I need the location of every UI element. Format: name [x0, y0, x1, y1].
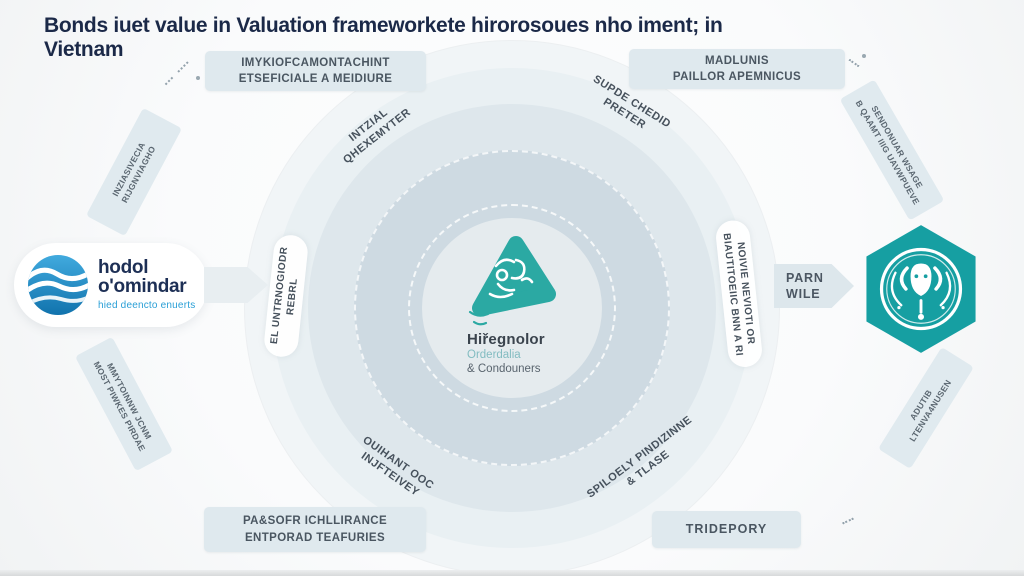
center-text-block: Hiřegnolor Orderdalia & Condouners — [467, 331, 607, 377]
dot-decoration — [862, 54, 866, 58]
outer-band-line: B QAAMT IIIG UAVWPUEVE — [853, 98, 922, 207]
center-title: Hiřegnolor — [467, 331, 545, 348]
label-box-line: PA&SOFR ICHLLIRANCE — [242, 515, 388, 528]
brand-logo-card: hodol o'omindar hied deencto enuerts — [14, 243, 208, 327]
label-box-top-right: MADLUNIS PAILLOR APEMNICUS — [629, 49, 845, 89]
label-box-bottom-right: TRIDEPORY — [652, 511, 801, 548]
label-box-line: MADLUNIS — [705, 54, 769, 67]
flow-arrow-line: WILE — [786, 287, 821, 301]
outer-band-top-right: SENDONUAR WSAGE B QAAMT IIIG UAVWPUEVE — [839, 79, 945, 221]
dashed-arrow-decoration — [848, 58, 860, 68]
hexagon-emblem-icon — [862, 224, 980, 359]
outer-band-bottom-right: ADUTIB LTENVA4NUSEN — [878, 347, 974, 469]
label-box-line: ETSEFICIALE A MEIDIURE — [238, 73, 393, 85]
label-box-line: IMYKIOFCAMONTACHINT — [241, 56, 390, 69]
label-box-bottom-left: PA&SOFR ICHLLIRANCE ENTPORAD TEAFURIES — [204, 507, 426, 552]
brand-name-line-2: o'omindar — [98, 276, 187, 298]
center-subtitle: Orderdalia — [467, 349, 521, 361]
outer-band-bottom-left: MMYTOINNW JCNM MOST PIWKES PIRDAE — [74, 336, 174, 472]
dot-decoration — [196, 76, 200, 80]
outer-band-top-left: INZIASIVECIA RIJGNVIAGHO — [85, 107, 183, 237]
ring-label-line: REBRL — [285, 277, 300, 316]
flow-arrow-line: PARN — [786, 270, 824, 285]
diagram-title: Bonds iuet value in Valuation frameworke… — [44, 14, 723, 61]
center-subtitle-2: & Condouners — [467, 362, 541, 375]
label-box-line: TRIDEPORY — [685, 521, 768, 536]
label-box-top-left: IMYKIOFCAMONTACHINT ETSEFICIALE A MEIDIU… — [205, 51, 426, 91]
brand-name-line-1: hodol — [98, 257, 149, 279]
flow-arrow-parn-wile: PARN WILE — [774, 264, 854, 308]
dashed-circle — [408, 204, 616, 412]
label-box-line: PAILLOR APEMNICUS — [672, 71, 802, 83]
dashed-arrow-decoration — [164, 76, 174, 86]
dashed-arrow-decoration — [842, 517, 854, 525]
wave-logo-icon — [27, 254, 89, 316]
brand-tagline: hied deencto enuerts — [98, 299, 196, 311]
label-box-line: ENTPORAD TEAFURIES — [244, 531, 386, 544]
bottom-border — [0, 570, 1024, 576]
dashed-arrow-decoration — [177, 61, 189, 73]
brand-text: hodol o'omindar hied deencto enuerts — [98, 259, 195, 310]
triangle-logo-icon — [460, 232, 560, 335]
